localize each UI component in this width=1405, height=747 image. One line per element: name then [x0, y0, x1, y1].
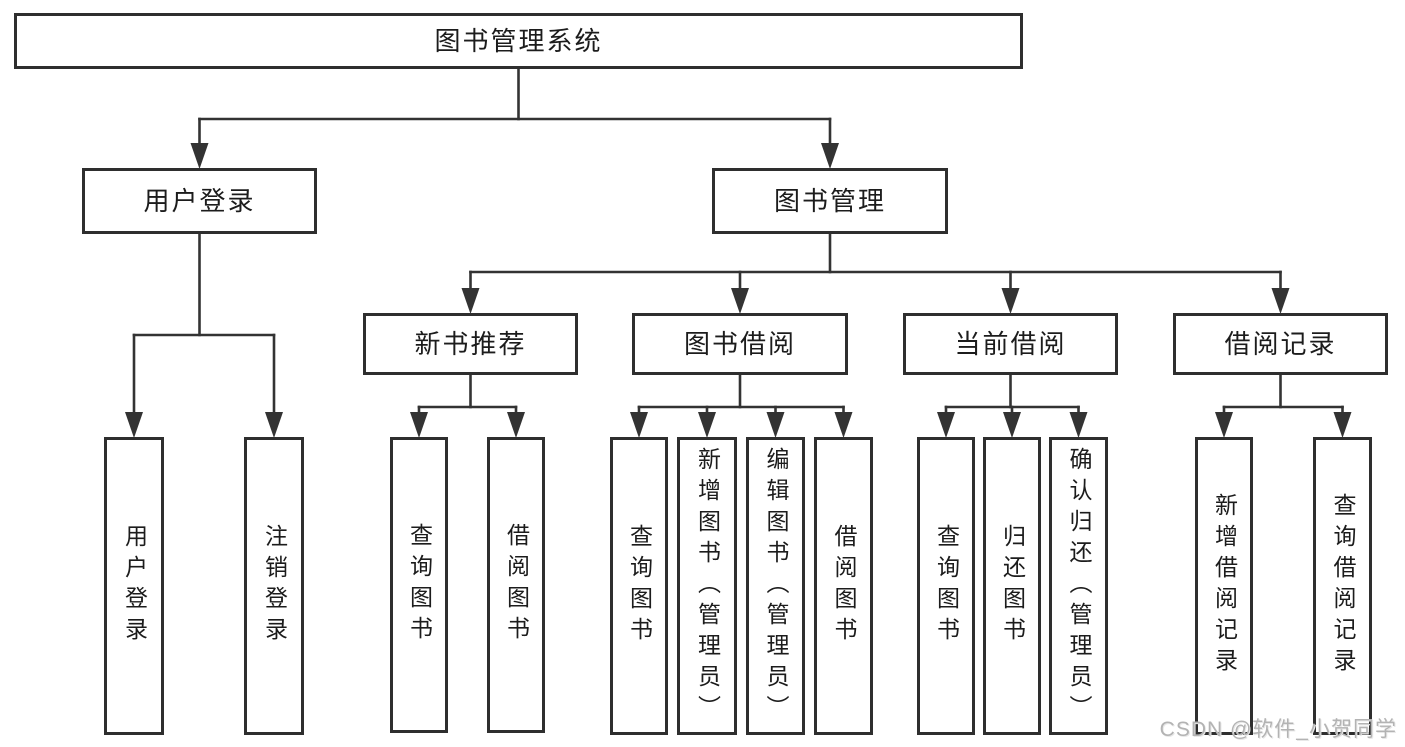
node-r1: 查询图书 — [390, 437, 448, 733]
node-root: 图书管理系统 — [14, 13, 1023, 69]
node-borrow: 图书借阅 — [632, 313, 848, 375]
node-c1: 查询图书 — [917, 437, 975, 735]
node-c2: 归还图书 — [983, 437, 1041, 735]
node-record: 借阅记录 — [1173, 313, 1388, 375]
node-rec: 新书推荐 — [363, 313, 578, 375]
node-u2: 注销登录 — [244, 437, 304, 735]
node-b1: 查询图书 — [610, 437, 668, 735]
node-b3: 编辑图书（管理员） — [746, 437, 805, 735]
node-current: 当前借阅 — [903, 313, 1118, 375]
node-mgmt: 图书管理 — [712, 168, 948, 234]
node-d1: 新增借阅记录 — [1195, 437, 1253, 735]
node-d2: 查询借阅记录 — [1313, 437, 1372, 735]
node-b2: 新增图书（管理员） — [677, 437, 737, 735]
node-c3: 确认归还（管理员） — [1049, 437, 1108, 735]
node-login: 用户登录 — [82, 168, 317, 234]
node-r2: 借阅图书 — [487, 437, 545, 733]
node-b4: 借阅图书 — [814, 437, 873, 735]
node-u1: 用户登录 — [104, 437, 164, 735]
watermark-text: CSDN @软件_小贺同学 — [1159, 718, 1397, 741]
